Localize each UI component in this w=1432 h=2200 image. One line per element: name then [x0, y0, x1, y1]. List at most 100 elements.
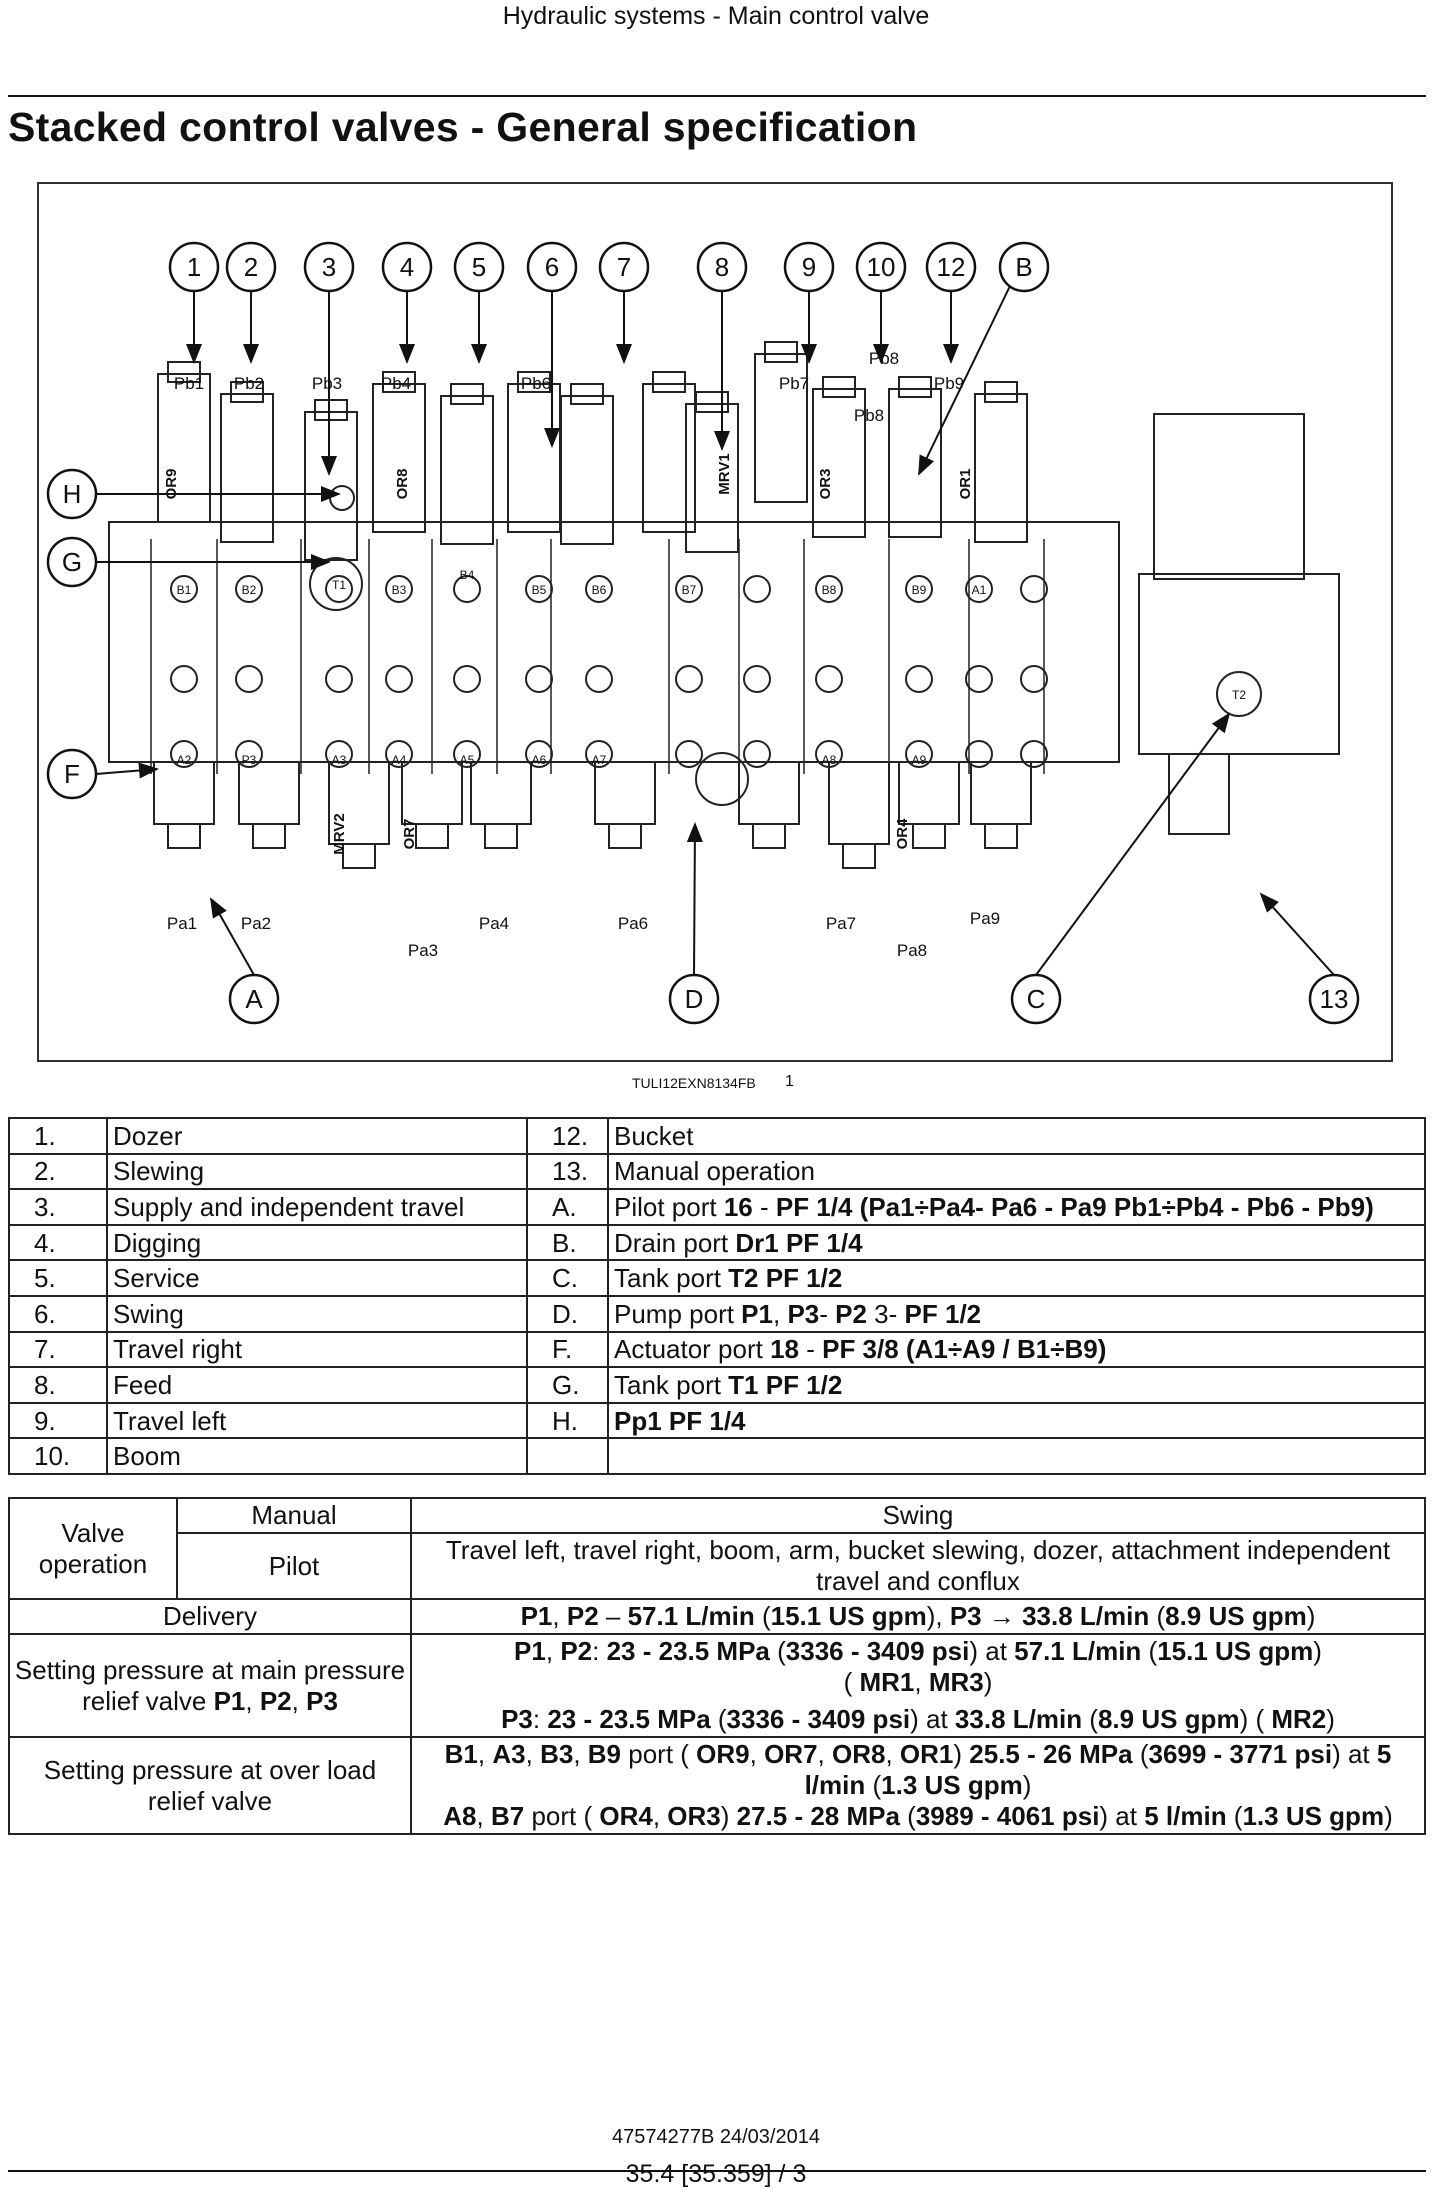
port-mark: A5: [460, 753, 475, 767]
port-circle: [815, 665, 843, 693]
port-label-pa: Pa2: [241, 914, 271, 933]
pilot-cap: [450, 383, 484, 405]
port-mark: A1: [972, 583, 987, 597]
callout-label: 12: [937, 252, 966, 282]
pilot-cap: [695, 391, 729, 413]
legend-number: C.: [526, 1259, 609, 1297]
legend-label: Pump port P1, P3- P2 3- PF 1/2: [607, 1294, 1426, 1333]
callout-circle: [783, 241, 835, 293]
legend-number: 5.: [8, 1259, 108, 1297]
legend-label: Supply and independent travel: [106, 1188, 528, 1226]
port-label-pb: Pb3: [312, 374, 342, 393]
spool-housing: [220, 393, 274, 543]
legend-label: Travel right: [106, 1330, 528, 1369]
port-circle: [905, 665, 933, 693]
port-label-pa: Pa3: [408, 941, 438, 960]
pilot-cap: [608, 823, 642, 849]
spool-housing: [888, 388, 942, 538]
spool-housing: [440, 395, 494, 545]
port-circle: [965, 575, 993, 603]
footer-page-number: 35.4 [35.359] / 3: [625, 2160, 807, 2188]
port-label-pa: Pa6: [618, 914, 648, 933]
port-circle: [453, 665, 481, 693]
leader-line: [918, 285, 1011, 476]
side-view-body: [1138, 573, 1340, 755]
port-circle: [325, 575, 353, 603]
callout-label: 2: [244, 252, 258, 282]
port-circle: [585, 665, 613, 693]
overload-value-2: A8, B7 port ( OR4, OR3) 27.5 - 28 MPa (3…: [443, 1801, 1393, 1831]
callout-circle: [526, 241, 578, 293]
legend-label: Tank port T2 PF 1/2: [607, 1259, 1426, 1297]
legend-row: 10.Boom: [8, 1437, 1426, 1475]
footer-doc-id: 47574277B 24/03/2014: [612, 2126, 820, 2148]
port-mark: B8: [822, 583, 837, 597]
valve-mark: OR9: [163, 469, 180, 500]
legend-label: Service: [106, 1259, 528, 1297]
spool-housing: [372, 383, 426, 533]
legend-number: H.: [526, 1401, 609, 1440]
pump-port: [695, 752, 749, 806]
figure-ref-code: TULI12EXN8134FB: [632, 1075, 756, 1091]
port-label-pb: Pb2: [234, 374, 264, 393]
pilot-cap: [382, 371, 416, 393]
legend-label: Swing: [106, 1294, 528, 1333]
port-mark: B2: [242, 583, 257, 597]
port-mark: A9: [912, 753, 927, 767]
callout-label: B: [1015, 252, 1032, 282]
port-circle: [1020, 740, 1048, 768]
pilot-cap: [752, 823, 786, 849]
port-circle: [815, 575, 843, 603]
figure-number: 1: [785, 1073, 794, 1090]
port-mark: A4: [392, 753, 407, 767]
callout-label: 7: [617, 252, 631, 282]
legend-number: G.: [526, 1366, 609, 1404]
port-circle: [325, 665, 353, 693]
legend-label: Dozer: [106, 1117, 528, 1155]
port-label-pa: Pa4: [479, 914, 509, 933]
port-circle: [1020, 575, 1048, 603]
legend-label: Actuator port 18 - PF 3/8 (A1÷A9 / B1÷B9…: [607, 1330, 1426, 1369]
spool-housing: [974, 393, 1028, 543]
valve-mark: OR3: [817, 469, 834, 500]
pilot-cap: [342, 843, 376, 869]
port-mark: B7: [682, 583, 697, 597]
port-label-pa: Pa9: [970, 909, 1000, 928]
spec-row-overload: Setting pressure at over load relief val…: [8, 1736, 1426, 1835]
legend-label: Manual operation: [607, 1152, 1426, 1191]
legend-label: Travel left: [106, 1401, 528, 1440]
port-label-pa: Pa8: [897, 941, 927, 960]
legend-number: 13.: [526, 1152, 609, 1191]
port-label-pb: Pb4: [381, 374, 411, 393]
pilot-cap: [764, 341, 798, 363]
pilot-cap: [842, 843, 876, 869]
port-mark: A3: [332, 753, 347, 767]
port-mark: A7: [592, 753, 607, 767]
footer-rule: [8, 2170, 1426, 2172]
port-label-pa: Pa1: [167, 914, 197, 933]
valve-mark: MRV2: [331, 813, 348, 854]
spec-row-pilot: Pilot Travel left, travel right, boom, a…: [9, 1532, 1426, 1600]
spool-housing: [738, 761, 800, 825]
legend-number: F.: [526, 1330, 609, 1369]
spool-housing: [238, 761, 300, 825]
port-circle: [235, 740, 263, 768]
pilot-cap: [252, 823, 286, 849]
spool-housing: [828, 761, 890, 845]
spec-row-manual: Valve operation Manual Swing: [8, 1497, 1426, 1600]
main-relief-value-1: P1, P2: 23 - 23.5 MPa (3336 - 3409 psi) …: [514, 1636, 1322, 1697]
port-mark: A6: [532, 753, 547, 767]
port-circle: [170, 575, 198, 603]
legend-label: Bucket: [607, 1117, 1426, 1155]
callout-label: D: [685, 984, 704, 1014]
port-circle: [675, 740, 703, 768]
port-circle: [905, 740, 933, 768]
spool-housing: [560, 395, 614, 545]
spec-table: Valve operation Manual Swing Pilot Trave…: [8, 1497, 1426, 1835]
port-circle: [385, 740, 413, 768]
delivery-value: P1, P2 – 57.1 L/min (15.1 US gpm), P3 → …: [410, 1598, 1426, 1635]
port-circle: [815, 740, 843, 768]
